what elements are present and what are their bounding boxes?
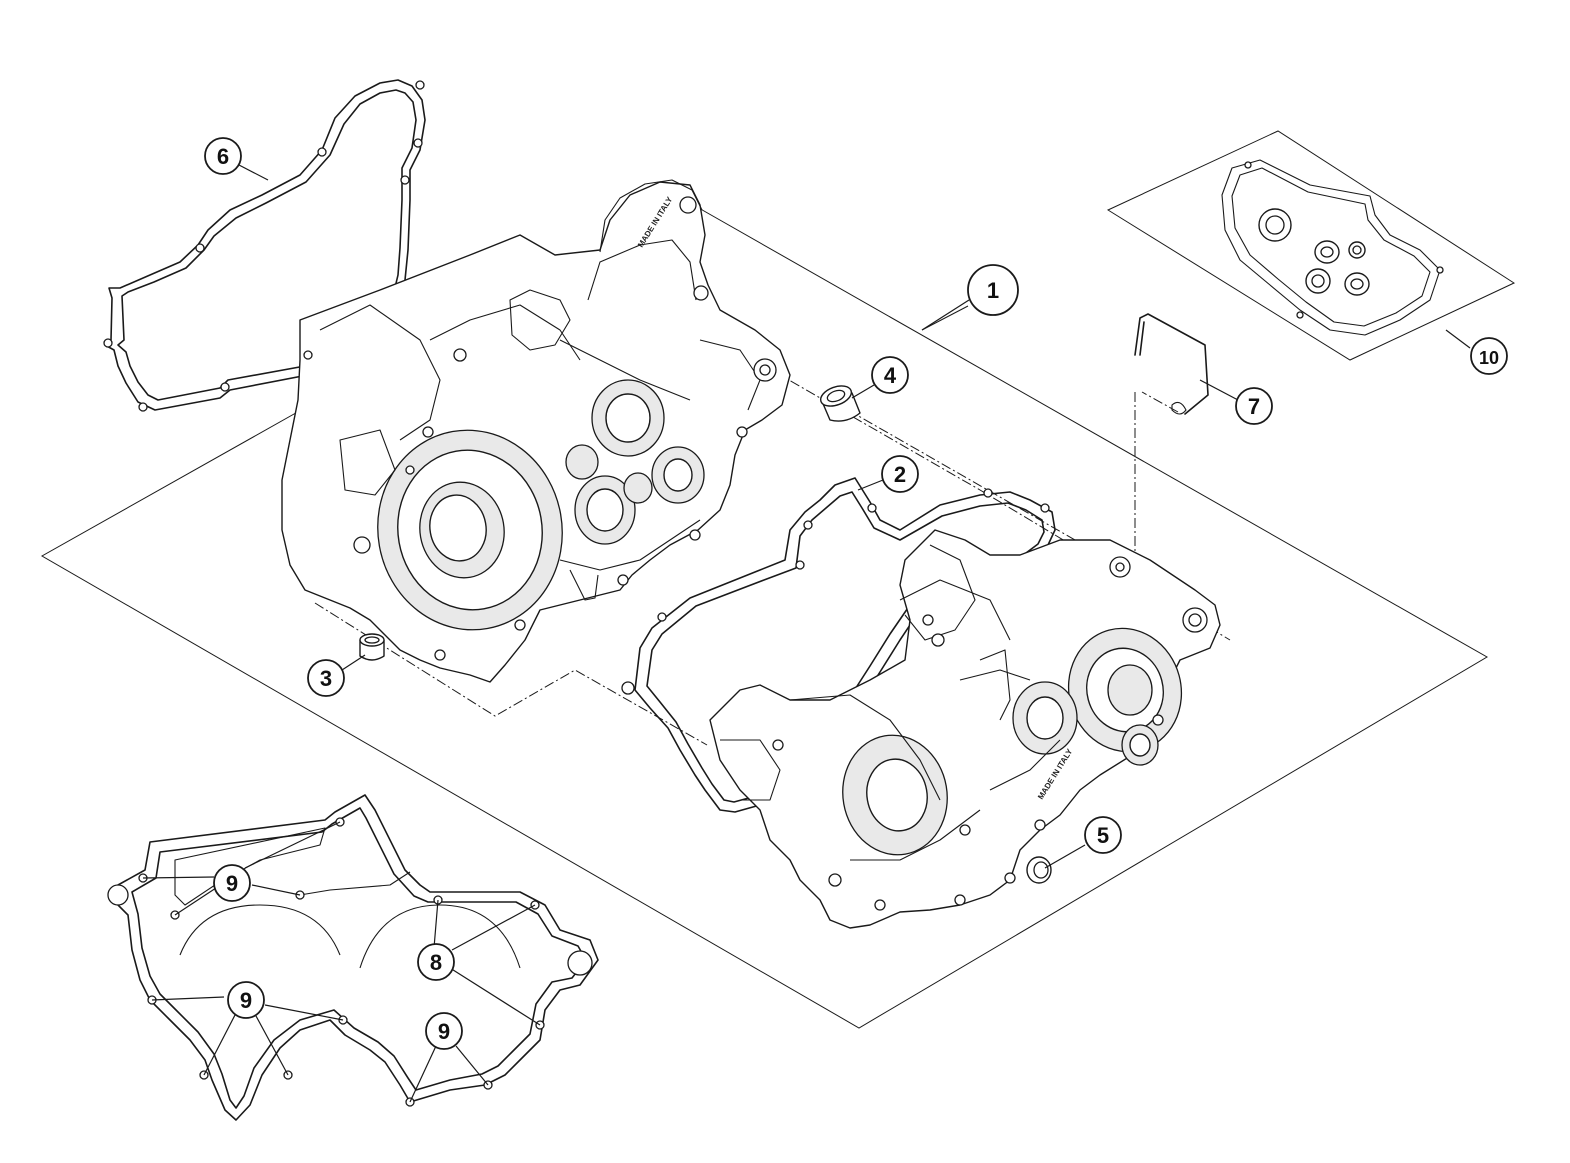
clutch-cover-gasket <box>103 79 426 412</box>
callout-9-top: 9 <box>213 864 251 902</box>
callout-2: 2 <box>881 455 919 493</box>
svg-text:9: 9 <box>438 1019 450 1044</box>
svg-text:5: 5 <box>1097 823 1109 848</box>
callout-4: 4 <box>871 356 909 394</box>
vent-hose-clip <box>1134 313 1209 415</box>
svg-text:9: 9 <box>226 871 238 896</box>
svg-text:10: 10 <box>1479 348 1499 368</box>
svg-text:1: 1 <box>987 278 999 303</box>
svg-text:3: 3 <box>320 666 332 691</box>
left-crankcase-half: MADE IN ITALY <box>281 179 791 683</box>
svg-text:7: 7 <box>1248 394 1260 419</box>
svg-text:2: 2 <box>894 462 906 487</box>
right-crankcase-half: MADE IN ITALY <box>709 529 1221 929</box>
callout-5: 5 <box>1084 816 1122 854</box>
callout-1: 1 <box>967 264 1019 316</box>
callout-9-middle: 9 <box>227 981 265 1019</box>
svg-text:6: 6 <box>217 144 229 169</box>
svg-text:9: 9 <box>240 988 252 1013</box>
gasket-set-card <box>1106 130 1516 361</box>
leader-lines <box>142 164 1471 1103</box>
callout-3: 3 <box>307 659 345 697</box>
svg-text:4: 4 <box>884 363 897 388</box>
ignition-cover-gasket <box>107 794 599 1121</box>
callout-8: 8 <box>417 943 455 981</box>
callout-10: 10 <box>1470 337 1508 375</box>
dowel-sleeve-left <box>359 633 385 661</box>
callout-7: 7 <box>1235 387 1273 425</box>
callout-6: 6 <box>204 137 242 175</box>
callout-9-bottom: 9 <box>425 1012 463 1050</box>
oil-seal <box>1026 856 1052 884</box>
dowel-sleeve-upper <box>819 385 861 422</box>
svg-text:8: 8 <box>430 950 442 975</box>
